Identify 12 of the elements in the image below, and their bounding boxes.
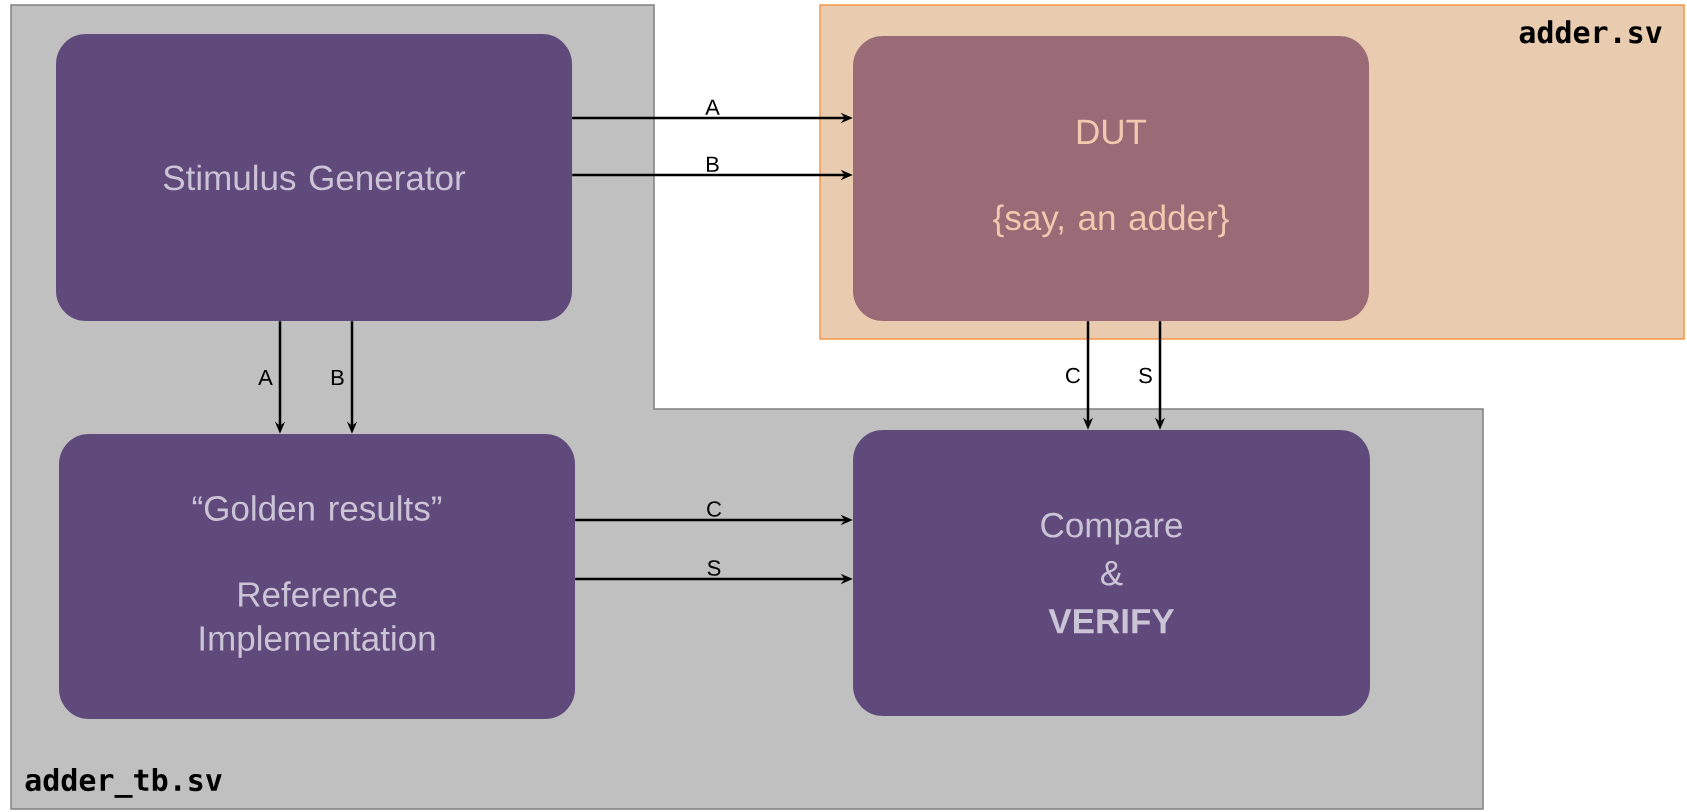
edge-label: S — [1139, 367, 1152, 384]
edge-label: S — [707, 560, 721, 576]
edge-label: A — [258, 369, 273, 386]
edge-label: A — [705, 99, 720, 115]
stimulus-box: Stimulus Generator — [56, 34, 572, 321]
compare-box: Compare & VERIFY — [853, 430, 1370, 716]
reference-box: “Golden results” Reference Implementation — [59, 434, 575, 719]
edge-label: C — [1066, 367, 1080, 384]
edge-label: B — [707, 156, 719, 172]
edge-label: C — [707, 501, 722, 517]
dut-box: DUT {say, an adder} — [853, 36, 1369, 321]
edge-label: B — [331, 369, 344, 386]
